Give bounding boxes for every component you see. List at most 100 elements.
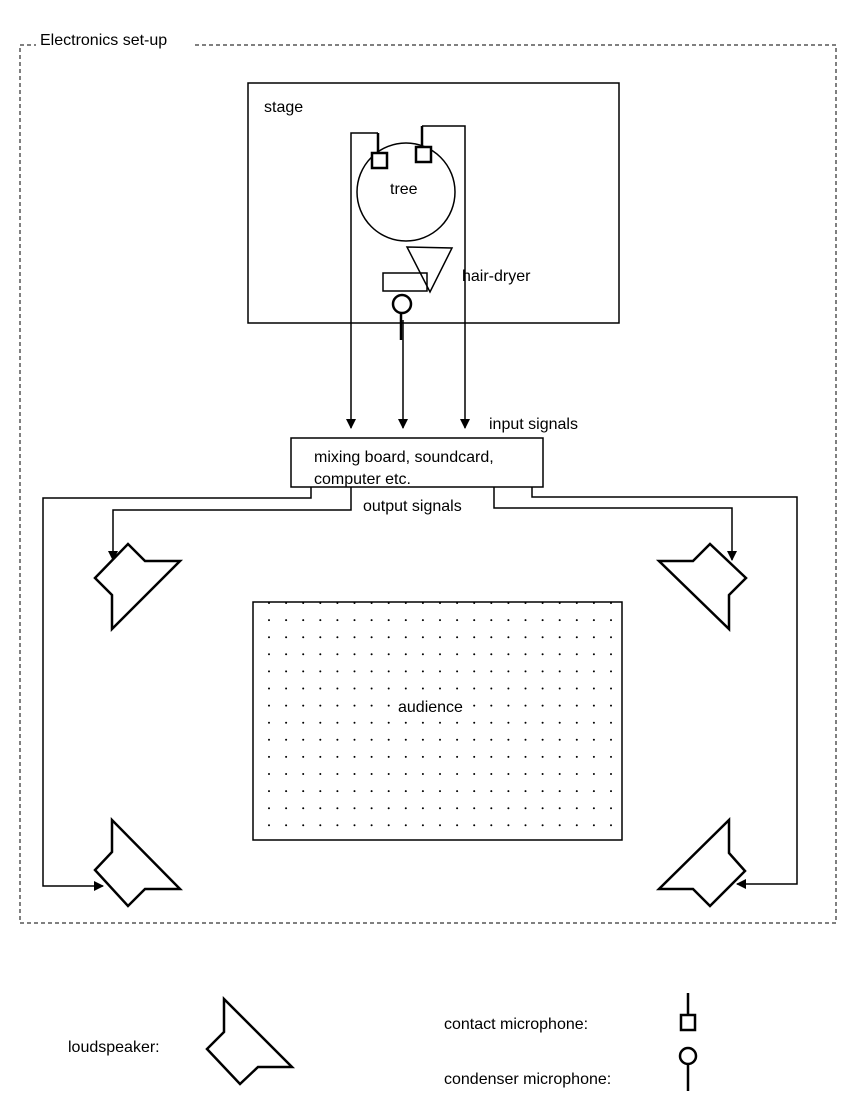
audience-seat-dot [370, 636, 373, 639]
audience-seat-dot [285, 738, 288, 741]
audience-seat-dot [558, 619, 561, 622]
audience-seat-dot [541, 704, 544, 707]
audience-seat-dot [541, 602, 544, 604]
audience-area [252, 601, 623, 841]
audience-seat-dot [268, 721, 270, 724]
audience-seat-dot [592, 619, 595, 622]
output-wire-bottom-left [42, 487, 312, 891]
audience-seat-dot [490, 602, 493, 604]
audience-seat-dot [302, 807, 305, 810]
audience-seat-dot [473, 807, 476, 810]
audience-seat-dot [524, 636, 527, 639]
audience-seat-dot [353, 755, 356, 758]
audience-seat-dot [610, 773, 612, 775]
audience-seat-dot [490, 636, 493, 639]
audience-seat-dot [592, 636, 595, 639]
audience-seat-dot [439, 790, 441, 793]
audience-seat-dot [524, 755, 527, 758]
audience-seat-dot [421, 790, 424, 793]
audience-seat-dot [353, 773, 356, 775]
audience-seat-dot [507, 687, 510, 690]
audience-label: audience [398, 699, 463, 716]
audience-seat-dot [319, 824, 322, 827]
audience-seat-dot [439, 602, 441, 604]
audience-seat-dot [336, 602, 339, 604]
audience-seat-dot [370, 704, 373, 707]
audience-seat-dot [319, 687, 322, 690]
audience-seat-dot [336, 653, 339, 656]
audience-seat-dot [592, 653, 595, 656]
audience-seat-dot [473, 755, 476, 758]
audience-seat-dot [370, 738, 373, 741]
loudspeaker-top-right-icon [655, 542, 748, 632]
audience-seat-dot [524, 670, 527, 673]
audience-seat-dot [370, 670, 373, 673]
hair-dryer-label: hair-dryer [462, 268, 531, 285]
audience-seat-dot [490, 687, 493, 690]
audience-seat-dot [285, 602, 288, 604]
audience-seat-dot [302, 670, 305, 673]
audience-seat-dot [473, 824, 476, 827]
audience-seat-dot [558, 807, 561, 810]
audience-seat-dot [558, 670, 561, 673]
audience-seat-dot [473, 653, 476, 656]
audience-seat-dot [524, 602, 527, 604]
audience-seat-dot [285, 824, 288, 827]
audience-seat-dot [456, 721, 459, 724]
audience-seat-dot [541, 636, 544, 639]
audience-seat-dot [336, 636, 339, 639]
output-wire-top-left [108, 487, 352, 561]
audience-seat-dot [353, 824, 356, 827]
audience-seat-dot [592, 807, 595, 810]
audience-seat-dot [404, 773, 407, 775]
audience-seat-dot [592, 824, 595, 827]
audience-seat-dot [541, 738, 544, 741]
audience-seat-dot [473, 602, 476, 604]
audience-seat-dot [610, 687, 612, 690]
audience-seat-dot [353, 687, 356, 690]
audience-seat-dot [456, 773, 459, 775]
contact-microphone-icon [370, 133, 389, 170]
audience-seat-dot [473, 721, 476, 724]
audience-seat-dot [353, 636, 356, 639]
audience-seat-dot [575, 755, 578, 758]
audience-seat-dot [387, 738, 390, 741]
audience-seat-dot [387, 790, 390, 793]
audience-seat-dot [268, 824, 270, 827]
audience-seat-dot [268, 670, 270, 673]
audience-seat-dot [404, 636, 407, 639]
audience-seat-dot [421, 755, 424, 758]
audience-seat-dot [456, 790, 459, 793]
audience-seat-dot [558, 824, 561, 827]
audience-seat-dot [541, 653, 544, 656]
audience-seat-dot [319, 704, 322, 707]
audience-seat-dot [268, 704, 270, 707]
audience-seat-dot [610, 824, 612, 827]
audience-seat-dot [439, 824, 441, 827]
audience-seat-dot [507, 755, 510, 758]
audience-seat-dot [456, 653, 459, 656]
audience-seat-dot [507, 602, 510, 604]
audience-seat-dot [421, 807, 424, 810]
audience-seat-dot [439, 738, 441, 741]
audience-seat-dot [575, 807, 578, 810]
audience-seat-dot [353, 602, 356, 604]
audience-seat-dot [421, 653, 424, 656]
audience-seat-dot [473, 738, 476, 741]
audience-seat-dot [336, 755, 339, 758]
audience-seat-dot [319, 670, 322, 673]
audience-seat-dot [370, 602, 373, 604]
audience-seat-dot [353, 670, 356, 673]
audience-seat-dot [404, 807, 407, 810]
loudspeaker-top-left-icon [93, 542, 184, 633]
audience-seat-dot [524, 704, 527, 707]
audience-seat-dot [370, 790, 373, 793]
audience-seat-dot [558, 721, 561, 724]
legend-loudspeaker-label: loudspeaker: [68, 1039, 160, 1056]
audience-seat-dot [456, 636, 459, 639]
audience-seat-dot [507, 773, 510, 775]
audience-seat-dot [592, 721, 595, 724]
audience-seat-dot [336, 807, 339, 810]
audience-seat-dot [490, 807, 493, 810]
